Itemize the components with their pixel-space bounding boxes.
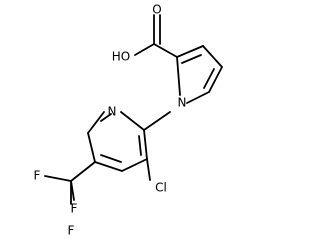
atom-label-cl: Cl — [155, 181, 167, 195]
bond-carboxyl-ring — [153, 43, 178, 58]
bond-pyridine-n-c6 — [87, 111, 105, 134]
bond-pyridine-c6-c5 — [87, 132, 96, 163]
atom-label-f-bottom: F — [68, 224, 75, 238]
bond-n-pyridine-link — [143, 111, 171, 131]
bond-pyrrole-c3-c4 — [202, 45, 223, 68]
bond-pyridine-c5-c4 — [94, 161, 123, 172]
bond-pyridine-c2-n — [120, 111, 145, 131]
atom-label-f-top: F — [71, 202, 78, 216]
bond-pyridine-double-2 — [100, 154, 122, 163]
bond-cf3-ring — [70, 161, 96, 182]
atom-label-n-pyridine: N — [108, 105, 117, 119]
bond-pyridine-c3-c2 — [143, 129, 148, 160]
bond-pyrrole-c5-n — [186, 91, 210, 104]
bond-pyrrole-double-2 — [203, 68, 215, 89]
bond-pyrrole-c4-c5 — [208, 66, 223, 93]
atom-label-f-left: F — [34, 169, 41, 183]
bond-pyrrole-double-1 — [181, 54, 202, 64]
bond-pyridine-double-3 — [138, 135, 142, 156]
bond-pyrrole-c2-c3 — [176, 45, 204, 58]
structure-canvas: HO O N N Cl F F F — [33, 2, 223, 238]
chemical-structure-diagram: HO O N N Cl F F F — [34, 3, 223, 238]
atom-label-ho: HO — [112, 50, 130, 64]
atom-label-n-pyrrole: N — [178, 96, 187, 110]
bond-pyridine-double-1 — [100, 113, 112, 122]
bond-pyrrole-n-c2 — [176, 56, 181, 96]
bond-cf3-f-left — [44, 175, 72, 182]
bond-chloro — [146, 158, 151, 181]
atom-label-o: O — [152, 3, 161, 17]
bond-carboxyl-oh — [134, 43, 155, 56]
bond-pyridine-c4-c3 — [121, 158, 148, 172]
